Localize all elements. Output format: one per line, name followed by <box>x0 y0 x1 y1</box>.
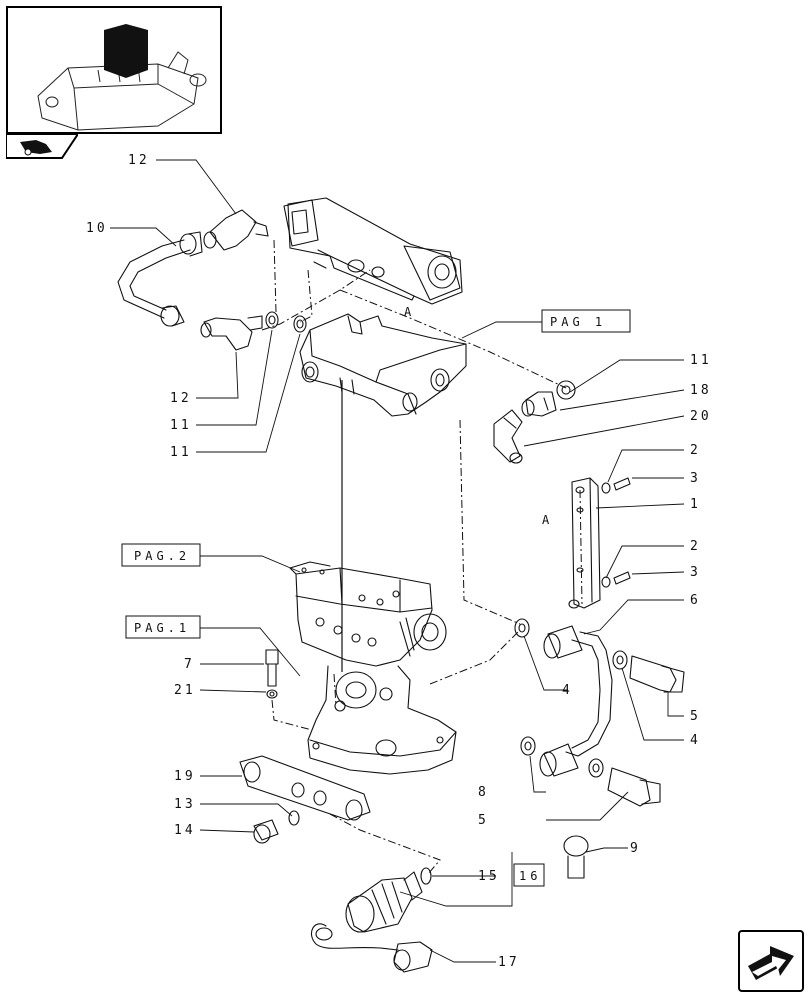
callout-9: 9 <box>630 841 641 856</box>
seal-11-left-a <box>265 311 279 329</box>
leader-lines <box>110 159 685 963</box>
lower-valve-body <box>289 561 457 775</box>
callout-12-top: 12 <box>128 153 150 168</box>
callout-17: 17 <box>498 955 520 970</box>
callout-4-right: 4 <box>690 733 701 748</box>
callout-2-top: 2 <box>690 443 701 458</box>
callout-6: 6 <box>690 593 701 608</box>
seal-11-left-b <box>293 315 307 333</box>
callout-1: 1 <box>690 497 701 512</box>
marker-a-bracket: A <box>542 513 553 527</box>
callout-12-bottom: 12 <box>170 391 192 406</box>
pipe-6-assembly <box>514 618 685 807</box>
callout-5-bottom: 5 <box>478 813 489 828</box>
callout-3-top: 3 <box>690 471 701 486</box>
assembly-lines <box>261 239 583 875</box>
callout-13: 13 <box>174 797 196 812</box>
assembly-thumbnail <box>6 6 222 134</box>
svg-text:PAG.2: PAG.2 <box>134 549 190 563</box>
ref-pag2[interactable]: PAG.2 <box>121 543 201 567</box>
svg-text:16: 16 <box>519 869 541 883</box>
right-fittings <box>493 380 576 464</box>
next-page-arrow-icon <box>748 946 794 980</box>
bracket-1-assembly <box>568 477 631 609</box>
callout-15: 15 <box>478 869 500 884</box>
ref-box-16[interactable]: 16 <box>513 863 545 887</box>
bolt-7-washer-21 <box>265 649 279 699</box>
section-tab[interactable] <box>5 133 80 160</box>
callout-5-right: 5 <box>690 709 701 724</box>
svg-text:PAG 1: PAG 1 <box>550 315 606 329</box>
callout-11-right: 11 <box>690 353 712 368</box>
tractor-section-icon <box>5 133 80 159</box>
upper-valve-assembly <box>283 197 463 305</box>
tractor-hitch-thumbnail-icon <box>37 24 207 131</box>
bolt-9 <box>563 835 589 879</box>
callout-18: 18 <box>690 383 712 398</box>
svg-text:PAG.1: PAG.1 <box>134 621 190 635</box>
callout-7: 7 <box>184 657 195 672</box>
callout-11-a: 11 <box>170 418 192 433</box>
callout-21: 21 <box>174 683 196 698</box>
callout-19: 19 <box>174 769 196 784</box>
callout-8: 8 <box>478 785 489 800</box>
callout-4-left: 4 <box>562 683 573 698</box>
callouts: 12 10 12 11 11 11 18 20 2 3 1 2 3 6 7 21… <box>86 153 712 970</box>
next-page-button[interactable] <box>738 930 804 992</box>
ref-pag1-mid[interactable]: PAG.1 <box>125 615 201 639</box>
bar-19-assembly <box>239 755 371 844</box>
callout-14: 14 <box>174 823 196 838</box>
callout-10: 10 <box>86 221 108 236</box>
callout-11-b: 11 <box>170 445 192 460</box>
distributor-body <box>299 313 467 417</box>
marker-a-top: A <box>404 305 415 319</box>
callout-2-bottom: 2 <box>690 539 701 554</box>
callout-3-bottom: 3 <box>690 565 701 580</box>
pipe-10-assembly <box>117 209 269 351</box>
callout-20: 20 <box>690 409 712 424</box>
coupler-16-assembly <box>311 867 433 973</box>
ref-pag1-top[interactable]: PAG 1 <box>541 309 631 333</box>
